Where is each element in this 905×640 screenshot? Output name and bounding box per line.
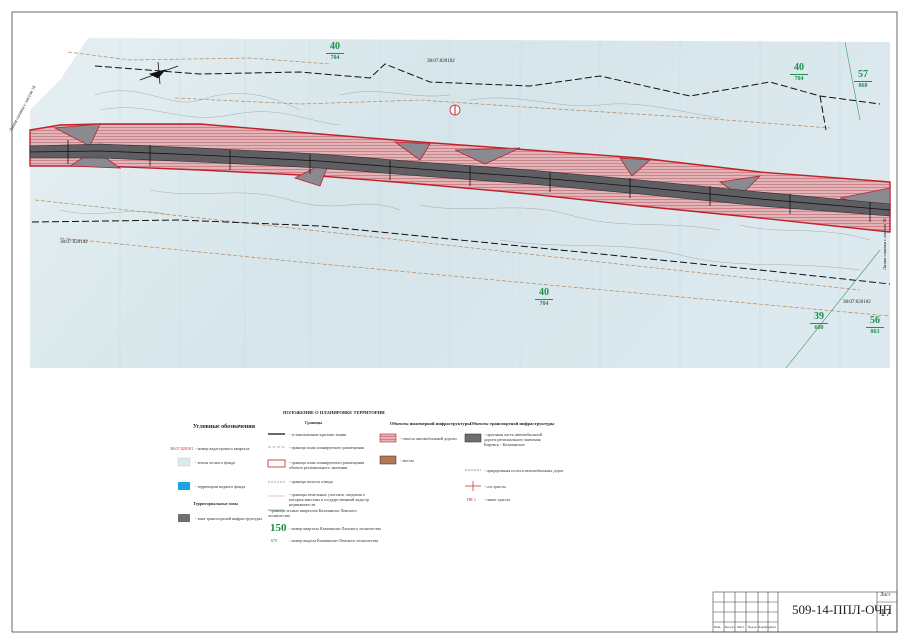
quarter-sub: 704: [326, 53, 344, 61]
cadastral-boundary-north: [94, 63, 881, 105]
bridge-marker-icon: [449, 104, 461, 116]
legend-title: Объекты инженерной инфраструктуры: [390, 421, 471, 426]
cadastral-label-north: 38:07:020102: [427, 59, 455, 64]
zone-boundary-lower: [34, 199, 861, 291]
legend-item-text: - граница лесных кварталов Казачинско-Ле…: [268, 508, 357, 519]
quarter-sub: 704: [790, 74, 808, 82]
legend-subtitle: Границы: [305, 420, 323, 425]
quarter-number: 40: [794, 62, 804, 73]
quarter-label: 56 863: [866, 316, 884, 335]
quarter-sub: 704: [535, 299, 553, 307]
stamp-column-label: Подпись: [758, 625, 770, 629]
quarter-label: 39 680: [810, 312, 828, 331]
legend-item-text: - зона транспортной инфраструктуры: [195, 516, 262, 521]
route-axis: [29, 150, 891, 211]
legend-item-text: - территории водного фонда: [195, 484, 246, 489]
sheet-label: Лист: [880, 593, 891, 598]
quarter-sub: 680: [810, 323, 828, 331]
stamp-column-label: Изм.: [714, 625, 721, 629]
cadastral-label-east: 38:07:020102: [843, 300, 871, 305]
legend-item-text: - пикет трассы: [484, 497, 510, 502]
north-arrow-icon: [139, 61, 179, 85]
quarter-number: 40: [330, 41, 340, 52]
legend-item-text: - граница полосы отвода: [289, 479, 333, 484]
legend-item-text: - земли лесного фонда: [195, 460, 236, 465]
legend-swatches: [177, 433, 482, 522]
legend-code: 150: [270, 522, 287, 534]
legend-item-text: - номер квартала Казачинско-Ленского лес…: [289, 526, 382, 531]
legend-item-text: - граница зоны планируемого размещения о…: [289, 460, 365, 471]
quarter-sub: 863: [866, 327, 884, 335]
cadastral-boundary-east: [819, 95, 827, 131]
quarter-sub: 860: [854, 81, 872, 89]
legend-code: 670: [271, 538, 278, 543]
forest-quarter-boundary: [785, 249, 881, 369]
quarter-number: 39: [814, 311, 824, 322]
quarter-number: 40: [539, 287, 549, 298]
legend-item-text: - номер выдела Казачинско-Ленского лесни…: [289, 538, 379, 543]
legend-item-text: - установленные красные линии: [289, 432, 347, 437]
legend-item-text: - номер кадастрового квартала: [195, 446, 250, 451]
legend-code: ПК 1: [467, 497, 476, 502]
legend-code: 38:07:020101: [170, 446, 194, 451]
cadastral-label-west: 38:07:020102: [60, 240, 88, 245]
legend-title: ПОЛОЖЕНИЕ О ПЛАНИРОВКЕ ТЕРРИТОРИИ: [283, 410, 385, 415]
stamp-column-label: Дата: [769, 625, 776, 629]
stamp-column-label: №док: [748, 625, 757, 629]
sheet-number: 17: [880, 607, 891, 619]
quarter-label: 57 860: [854, 70, 872, 89]
legend-title: Условные обозначения: [193, 424, 255, 430]
forest-quarter-boundary-2: [844, 41, 861, 121]
legend-item-text: - проезжая часть автомобильной дороги ре…: [484, 432, 542, 448]
route-pickets: [67, 140, 871, 222]
legend-item-text: - откосы автомобильной дороги: [400, 436, 457, 441]
legend-item-text: - придорожная полоса автомобильных дорог: [484, 468, 564, 473]
quarter-label: 40 704: [790, 63, 808, 82]
title-block: [712, 591, 898, 633]
legend-item-text: - граница зоны планируемого размещения: [289, 445, 365, 450]
legend-title: Объекты транспортной инфраструктуры: [470, 421, 555, 426]
stamp-column-label: Кол.уч: [725, 625, 735, 629]
quarter-label: 40 704: [535, 288, 553, 307]
drawing-code: 509-14-ППЛ-ОЧП: [792, 602, 892, 617]
zone-boundary-upper: [67, 51, 331, 65]
legend-item-text: - границы земельных участков, сведения о…: [289, 492, 370, 508]
stamp-column-label: Лист: [737, 625, 745, 629]
legend-zones-title: Территориальные зоны: [193, 501, 239, 506]
cadastral-boundary-south: [31, 219, 891, 285]
carriageway: [29, 143, 891, 217]
zone-boundary-lower-2: [59, 237, 891, 317]
contour-lines: [59, 90, 871, 271]
zone-boundary-upper-2: [174, 97, 831, 129]
legend-item-text: - мосты: [400, 458, 414, 463]
quarter-number: 57: [858, 69, 868, 80]
legend-item-text: - ось трассы: [484, 484, 506, 489]
matchline-right-label: Линия сшивки с листом 18: [882, 218, 887, 270]
quarter-label: 40 704: [326, 42, 344, 61]
quarter-number: 56: [870, 315, 880, 326]
